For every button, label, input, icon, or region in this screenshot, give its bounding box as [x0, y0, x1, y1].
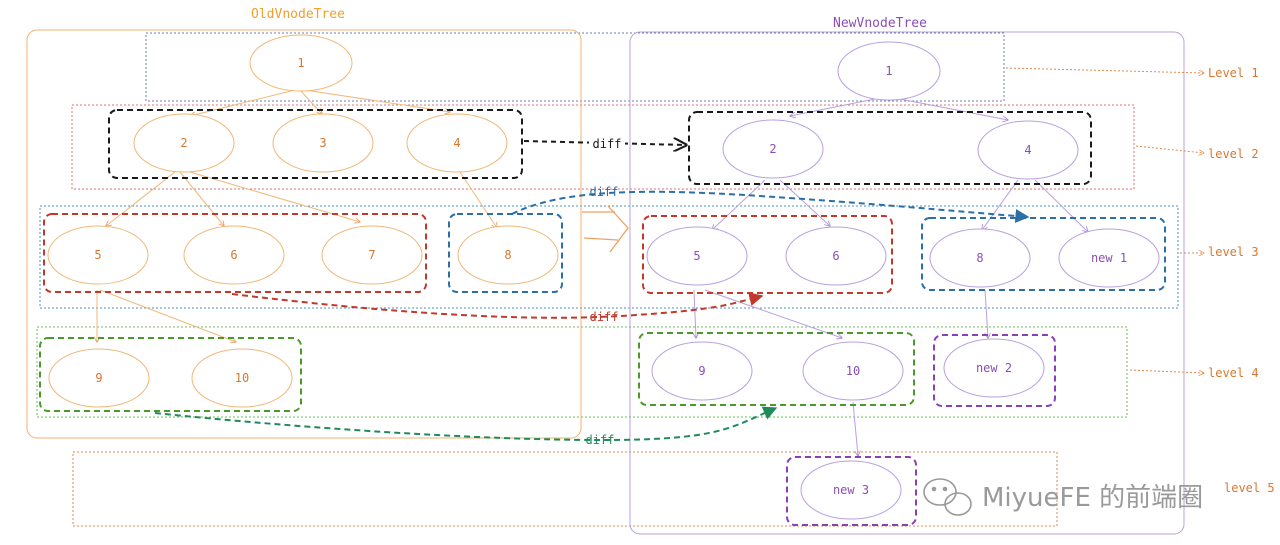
old-node-1-label: 1 [297, 56, 304, 70]
new-tree-container [629, 31, 1185, 535]
new-node-new1 [1058, 228, 1160, 288]
new-node-5 [646, 226, 748, 286]
level-5-label: level 5 [1224, 481, 1275, 495]
new-node-6-label: 6 [832, 249, 839, 263]
new-level2-group [688, 111, 1092, 185]
new-tree-edges [694, 97, 1088, 456]
level-2-band [71, 104, 1135, 190]
level-2-leader [1135, 145, 1204, 153]
old-node-5-label: 5 [94, 248, 101, 262]
old-level2-group [108, 109, 523, 179]
old-node-9-label: 9 [95, 371, 102, 385]
new-tree-node-labels: 1 2 4 5 6 8 new 1 9 10 new 2 new 3 [693, 64, 1127, 497]
level-5-band [72, 451, 1058, 527]
old-tree-container [26, 29, 582, 439]
old-node-7-label: 7 [368, 248, 375, 262]
new-node-8 [929, 228, 1031, 288]
new-node-1-label: 1 [885, 64, 892, 78]
diff-label-level2: diff [593, 137, 622, 151]
old-node-6-label: 6 [230, 248, 237, 262]
wechat-icon [923, 478, 972, 516]
new-level3-blue-group [921, 217, 1166, 291]
diff-label-level4-green: diff [586, 433, 615, 447]
old-tree-nodes [47, 34, 559, 408]
new-level4-purple-group [933, 334, 1056, 407]
old-level3-red-group [43, 213, 427, 293]
old-node-6 [183, 225, 285, 285]
old-node-5 [47, 225, 149, 285]
watermark: MiyueFE 的前端圈 [923, 478, 1203, 516]
old-tree-title: OldVnodeTree [251, 7, 345, 22]
old-node-1 [249, 34, 353, 92]
level-1-label: Level 1 [1208, 66, 1259, 80]
new-node-8-label: 8 [976, 251, 983, 265]
old-node-4 [406, 113, 508, 173]
new-node-6 [785, 226, 887, 286]
diff-arrow-level4-green [154, 406, 778, 442]
old-node-2 [133, 113, 235, 173]
diff-arrow-level3-red [231, 292, 764, 319]
new-node-2-label: 2 [769, 142, 776, 156]
old-node-10-label: 10 [235, 371, 249, 385]
old-node-7 [321, 225, 423, 285]
level-1-band [145, 32, 1005, 102]
new-node-10-label: 10 [846, 364, 860, 378]
old-node-8 [457, 225, 559, 285]
new-tree-title: NewVnodeTree [833, 16, 927, 31]
old-node-8-label: 8 [504, 248, 511, 262]
new-node-5-label: 5 [693, 249, 700, 263]
new-node-10 [802, 341, 904, 401]
new-node-2 [722, 119, 824, 179]
new-node-4 [977, 120, 1079, 180]
old-node-9 [48, 348, 150, 408]
old-node-10 [191, 348, 293, 408]
level-4-leader [1129, 369, 1204, 373]
new-node-1 [837, 41, 941, 101]
level-3-label: level 3 [1208, 245, 1259, 259]
level-4-band [36, 326, 1128, 418]
diff-label-level3-red: diff [590, 310, 619, 324]
diff-arrow-level3-blue [511, 190, 1030, 223]
old-node-3 [272, 113, 374, 173]
old-node-4-label: 4 [453, 136, 460, 150]
old-node-3-label: 3 [319, 136, 326, 150]
new-level3-red-group [642, 215, 893, 294]
new-node-new3 [800, 460, 902, 520]
diff-label-level3-blue: diff [590, 185, 619, 199]
watermark-text: MiyueFE 的前端圈 [982, 483, 1203, 513]
new-node-9-label: 9 [698, 364, 705, 378]
tree-transition-arrow [582, 205, 629, 253]
old-tree-node-labels: 1 2 3 4 5 6 7 8 9 10 [94, 56, 511, 385]
old-tree-edges [97, 89, 497, 342]
new-level5-purple-group [786, 456, 917, 526]
new-tree-nodes [646, 41, 1160, 520]
level-2-label: level 2 [1208, 147, 1259, 161]
level-1-leader [1005, 67, 1204, 73]
new-node-new3-label: new 3 [833, 483, 869, 497]
diff-label-bg-1 [589, 136, 625, 151]
level-3-band [39, 205, 1179, 309]
new-node-9 [651, 341, 753, 401]
new-node-new2 [943, 338, 1045, 398]
level-4-label: level 4 [1208, 366, 1259, 380]
old-level4-green-group [39, 337, 302, 412]
new-node-new2-label: new 2 [976, 361, 1012, 375]
old-level3-blue-group [448, 213, 563, 293]
old-node-2-label: 2 [180, 136, 187, 150]
new-node-4-label: 4 [1024, 143, 1031, 157]
new-node-new1-label: new 1 [1091, 251, 1127, 265]
